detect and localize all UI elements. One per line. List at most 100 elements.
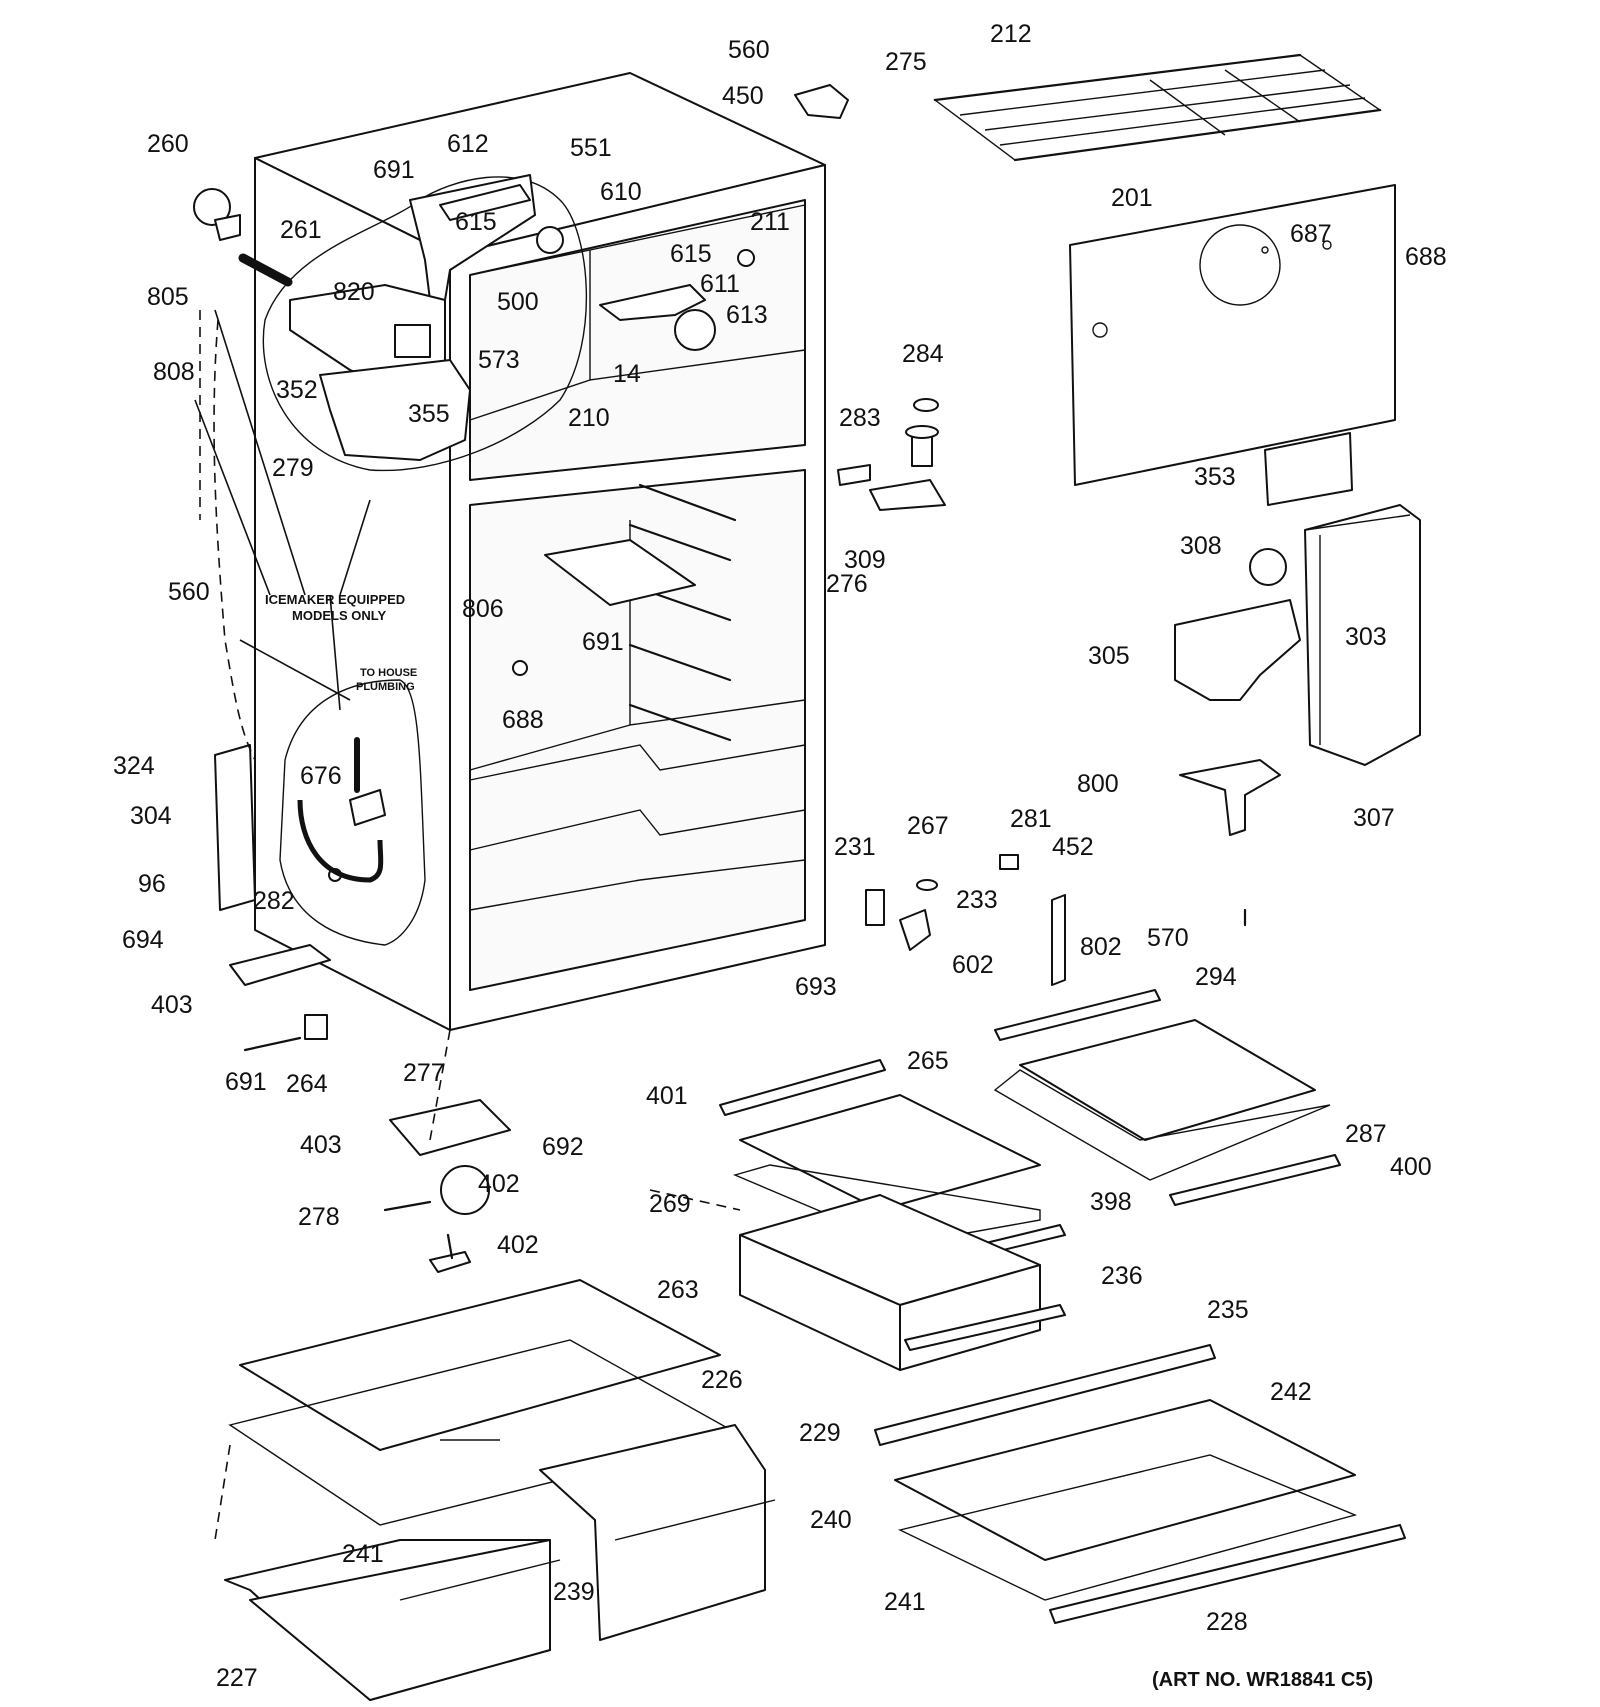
callout-287: 287 <box>1345 1120 1387 1148</box>
crisper-pan-236 <box>739 1194 1066 1371</box>
plumbing-note-line2: PLUMBING <box>356 681 415 693</box>
callout-692: 692 <box>542 1133 584 1161</box>
cabinet-drawing <box>254 72 826 1031</box>
callout-231: 231 <box>834 833 876 861</box>
callout-611: 611 <box>700 270 740 298</box>
callout-226: 226 <box>701 1366 743 1394</box>
callout-308: 308 <box>1180 532 1222 560</box>
callout-806: 806 <box>462 595 504 623</box>
callout-400: 400 <box>1390 1153 1432 1181</box>
callout-355: 355 <box>408 400 450 428</box>
callout-227: 227 <box>216 1664 258 1692</box>
wire-shelf-212 <box>933 53 1382 162</box>
callout-403: 403 <box>300 1131 342 1159</box>
pan-240-right <box>539 1424 776 1641</box>
callout-805: 805 <box>147 283 189 311</box>
icemaker-note-line1: ICEMAKER EQUIPPED <box>265 592 405 607</box>
rail-227 <box>1049 1524 1406 1624</box>
callout-573: 573 <box>478 346 520 374</box>
callout-402: 402 <box>478 1170 520 1198</box>
rail-226 <box>874 1344 1216 1446</box>
callout-278: 278 <box>298 1203 340 1231</box>
callout-602: 602 <box>952 951 994 979</box>
knob-305 <box>1249 548 1287 586</box>
callout-235: 235 <box>1207 1296 1249 1324</box>
callout-201: 201 <box>1111 184 1153 212</box>
callout-800: 800 <box>1077 770 1119 798</box>
callout-560: 560 <box>728 36 770 64</box>
callout-96: 96 <box>138 870 166 898</box>
control-303 <box>1174 599 1301 701</box>
callout-228: 228 <box>1206 1608 1248 1636</box>
callout-307: 307 <box>1353 804 1395 832</box>
art-number: (ART NO. WR18841 C5) <box>1152 1669 1373 1691</box>
callout-450: 450 <box>722 82 764 110</box>
callout-687: 687 <box>1290 220 1332 248</box>
callout-283: 283 <box>839 404 881 432</box>
callout-402: 402 <box>497 1231 539 1259</box>
plumbing-note-line1: TO HOUSE <box>360 667 417 679</box>
callout-570: 570 <box>1147 924 1189 952</box>
icemaker-enclosure <box>262 176 588 472</box>
callout-264: 264 <box>286 1070 328 1098</box>
control-housing-304 <box>1304 504 1421 766</box>
callout-260: 260 <box>147 130 189 158</box>
callout-229: 229 <box>799 1419 841 1447</box>
callout-261: 261 <box>280 216 322 244</box>
small-parts <box>193 84 1247 1273</box>
callout-352: 352 <box>276 376 318 404</box>
label-plate-309 <box>1264 432 1353 506</box>
callout-401: 401 <box>646 1082 688 1110</box>
water-valve-area <box>279 679 426 946</box>
callout-279: 279 <box>272 454 314 482</box>
callout-211: 211 <box>750 208 790 236</box>
callout-210: 210 <box>568 404 610 432</box>
callout-694: 694 <box>122 926 164 954</box>
callout-551: 551 <box>570 134 612 162</box>
callout-691: 691 <box>582 628 624 656</box>
callout-398: 398 <box>1090 1188 1132 1216</box>
callout-284: 284 <box>902 340 944 368</box>
callout-693: 693 <box>795 973 837 1001</box>
callout-691: 691 <box>225 1068 267 1096</box>
callout-282: 282 <box>253 887 295 915</box>
callout-304: 304 <box>130 802 172 830</box>
water-line <box>213 319 256 761</box>
callout-615: 615 <box>670 240 712 268</box>
callout-688: 688 <box>502 706 544 734</box>
callout-294: 294 <box>1195 963 1237 991</box>
callout-500: 500 <box>497 288 539 316</box>
rail-403-left <box>719 1059 886 1116</box>
callout-808: 808 <box>153 358 195 386</box>
callout-269: 269 <box>649 1190 691 1218</box>
callout-233: 233 <box>956 886 998 914</box>
callout-242: 242 <box>1270 1378 1312 1406</box>
callout-676: 676 <box>300 762 342 790</box>
callout-241: 241 <box>342 1540 384 1568</box>
callout-452: 452 <box>1052 833 1094 861</box>
callout-691: 691 <box>373 156 415 184</box>
callout-281: 281 <box>1010 805 1052 833</box>
rail-402-right <box>1169 1154 1341 1206</box>
evaporator-cover-201 <box>1069 184 1396 506</box>
callout-265: 265 <box>907 1047 949 1075</box>
callout-612: 612 <box>447 130 489 158</box>
callout-802: 802 <box>1080 933 1122 961</box>
callout-240: 240 <box>0 0 42 6</box>
callout-277: 277 <box>403 1059 445 1087</box>
callout-615: 615 <box>455 208 497 236</box>
callout-353: 353 <box>1194 463 1236 491</box>
icemaker-arrows <box>194 309 371 711</box>
shelf-assembly-lower <box>874 1344 1406 1624</box>
callout-309: 309 <box>844 546 886 574</box>
callout-14: 14 <box>613 360 641 388</box>
callout-275: 275 <box>885 48 927 76</box>
callout-241: 241 <box>884 1588 926 1616</box>
callout-820: 820 <box>333 278 375 306</box>
callout-324: 324 <box>113 752 155 780</box>
icemaker-note-line2: MODELS ONLY <box>292 608 386 623</box>
callout-263: 263 <box>657 1276 699 1304</box>
callout-240: 240 <box>810 1506 852 1534</box>
